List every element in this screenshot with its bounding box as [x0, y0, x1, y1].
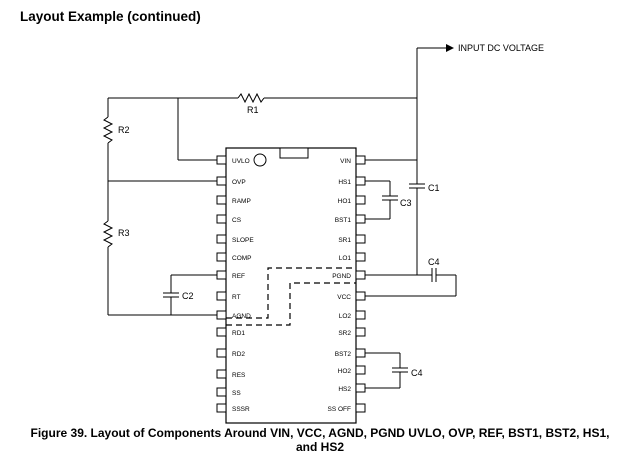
ic-body [225, 147, 357, 424]
pin-ramp: RAMP [232, 198, 251, 205]
pin-ho1: HO1 [338, 198, 352, 205]
c2-label: C2 [182, 291, 194, 301]
pin-ovp: OVP [232, 179, 246, 186]
pin-cs: CS [232, 217, 242, 224]
pin-vcc: VCC [337, 294, 351, 301]
pin-vin: VIN [340, 158, 351, 165]
capacitor-c4-vcc [365, 268, 457, 297]
figure-caption: Figure 39. Layout of Components Around V… [0, 426, 640, 454]
ground-dashed-upper [226, 267, 356, 319]
pin-hs1: HS1 [338, 179, 351, 186]
pin-agnd: AGND [232, 313, 251, 320]
input-voltage-label: INPUT DC VOLTAGE [458, 43, 544, 53]
pin-bst1: BST1 [335, 217, 352, 224]
pin-hs2: HS2 [338, 386, 351, 393]
c4-bottom-label: C4 [411, 368, 423, 378]
pin-rt: RT [232, 294, 241, 301]
c4-top-label: C4 [428, 257, 440, 267]
r2-label: R2 [118, 125, 130, 135]
pin-ss-off: SS OFF [328, 406, 352, 413]
pin-lo2: LO2 [339, 313, 352, 320]
pin-lo1: LO1 [339, 255, 352, 262]
pin-slope: SLOPE [232, 237, 254, 244]
caption-line-2: and HS2 [295, 440, 344, 454]
pin-pgnd: PGND [332, 273, 351, 280]
right-pins [355, 155, 366, 413]
resistor-r2 [102, 98, 114, 221]
c3-label: C3 [400, 198, 412, 208]
pin-ho2: HO2 [338, 368, 352, 375]
r3-label: R3 [118, 228, 130, 238]
pin-sr1: SR1 [338, 237, 351, 244]
left-pins [216, 155, 227, 413]
pin-ss: SS [232, 390, 241, 397]
capacitor-c2 [108, 274, 217, 316]
r1-label: R1 [247, 105, 259, 115]
resistor-r1 [108, 92, 417, 104]
capacitor-c1 [365, 98, 425, 275]
pin-rd2: RD2 [232, 351, 245, 358]
caption-line-1: Figure 39. Layout of Components Around V… [30, 426, 610, 440]
resistor-r3 [102, 220, 114, 315]
ground-dashed-lower [226, 282, 356, 326]
pin-sssr: SSSR [232, 406, 250, 413]
pin-uvlo: UVLO [232, 158, 250, 165]
pin-bst2: BST2 [335, 351, 352, 358]
c1-label: C1 [428, 183, 440, 193]
capacitor-c4-bst2 [365, 352, 408, 389]
pin1-marker [253, 153, 267, 167]
input-arrow [416, 44, 454, 98]
pin-comp: COMP [232, 255, 252, 262]
pin-res: RES [232, 372, 246, 379]
section-heading: Layout Example (continued) [20, 9, 201, 24]
ic-notch [279, 147, 309, 159]
pin-sr2: SR2 [338, 330, 351, 337]
pin-ref: REF [232, 273, 245, 280]
pin-rd1: RD1 [232, 330, 245, 337]
capacitor-c3 [365, 180, 398, 220]
